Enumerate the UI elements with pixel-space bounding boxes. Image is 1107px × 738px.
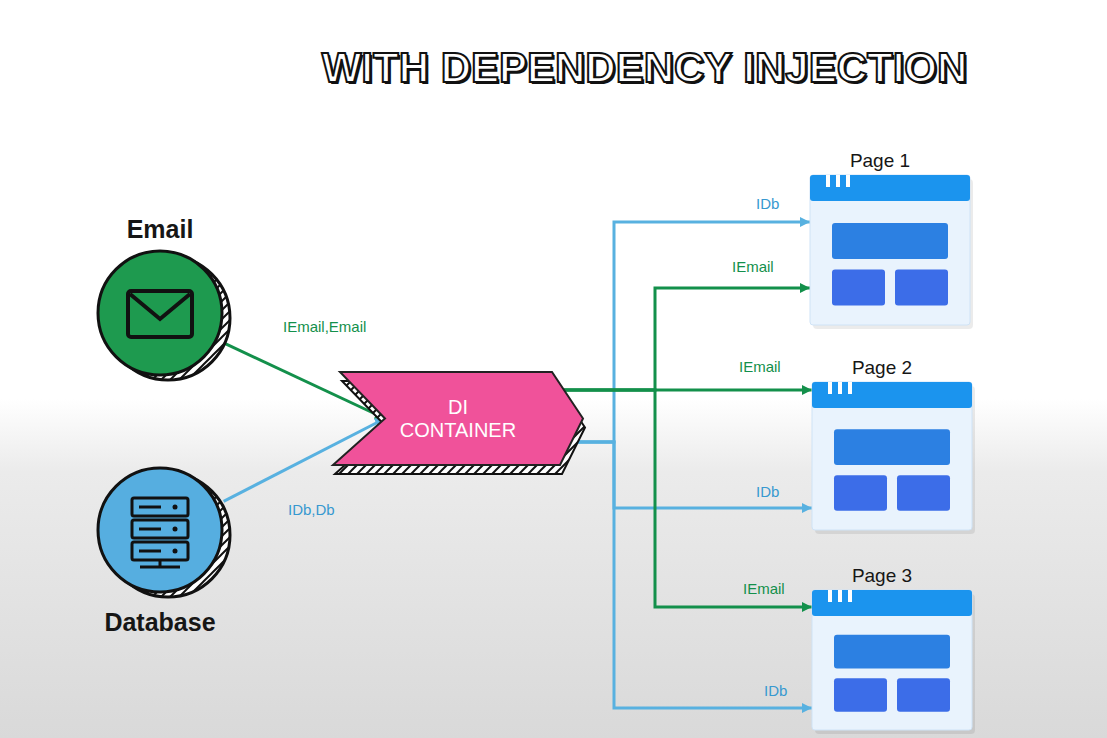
text-holder: DI CONTAINER — [333, 372, 583, 465]
envelope-flap — [130, 294, 190, 319]
interface-label: IDb — [756, 483, 779, 500]
server-unit — [132, 498, 188, 516]
window-tab — [828, 590, 832, 602]
window-tab — [838, 382, 842, 394]
server-led — [173, 527, 178, 532]
text-holder: Email — [55, 214, 265, 244]
service-name: Database — [104, 607, 215, 637]
interface-label: IEmail,Email — [283, 318, 366, 335]
page-shape — [812, 590, 972, 730]
window-tab — [836, 175, 840, 187]
title-block: WITH DEPENDENCY INJECTION — [262, 44, 1027, 92]
text-holder: Page 1 — [780, 150, 980, 173]
window-tab — [828, 382, 832, 394]
interface-label: IDb,Db — [288, 501, 335, 518]
window-tab — [848, 590, 852, 602]
window-block — [832, 270, 885, 306]
edge-label-holder: IEmail,Email — [283, 318, 366, 335]
window-block — [895, 270, 948, 306]
edge-label-holder: IDb,Db — [288, 501, 335, 518]
coin-face — [98, 468, 222, 592]
window-block — [897, 678, 950, 712]
dependency-connector — [571, 222, 810, 442]
dependency-connector — [564, 390, 812, 607]
server-unit — [132, 542, 188, 560]
page-window: Page 1 — [810, 175, 970, 325]
service-name: Email — [127, 214, 194, 244]
interface-label: IEmail — [732, 258, 774, 275]
edge-label-holder: IEmail — [739, 358, 781, 375]
diagram-title: WITH DEPENDENCY INJECTION — [322, 44, 968, 91]
interface-label: IDb — [764, 682, 787, 699]
page-window: Page 2 — [812, 382, 972, 530]
window-block — [834, 635, 950, 669]
server-unit — [132, 520, 188, 538]
window-body — [810, 175, 970, 325]
email-service-circle: Email — [95, 248, 225, 378]
window-body — [812, 382, 972, 530]
window-titlebar — [810, 175, 970, 201]
di-container-arrow: DI CONTAINER — [333, 372, 583, 465]
server-slot — [139, 550, 161, 553]
edge-label-holder: IDb — [764, 682, 787, 699]
edge-label-holder: IEmail — [732, 258, 774, 275]
server-base — [140, 560, 180, 567]
chevron-body — [333, 372, 583, 465]
server-slot — [139, 528, 161, 531]
coin-shape — [95, 248, 225, 378]
server-led — [173, 505, 178, 510]
dependency-connector — [571, 442, 812, 708]
dependency-connector — [571, 442, 812, 508]
window-block — [834, 678, 887, 712]
window-body — [812, 590, 972, 730]
window-tab — [826, 175, 830, 187]
window-block — [834, 475, 887, 511]
coin-face — [98, 251, 222, 375]
server-led — [173, 549, 178, 554]
page-name: Page 3 — [852, 565, 912, 588]
window-tab — [846, 175, 850, 187]
window-block — [897, 475, 950, 511]
database-service-circle: Database — [95, 465, 225, 595]
container-name: DI CONTAINER — [396, 396, 521, 442]
edge-label-holder: IDb — [756, 483, 779, 500]
page-name: Page 2 — [852, 357, 912, 380]
page-window: Page 3 — [812, 590, 972, 730]
page-shape — [810, 175, 970, 325]
text-holder: Page 3 — [782, 565, 982, 588]
interface-label: IEmail — [739, 358, 781, 375]
window-tab — [838, 590, 842, 602]
window-block — [834, 429, 950, 465]
server-slot — [139, 506, 161, 509]
page-shape — [812, 382, 972, 530]
window-titlebar — [812, 590, 972, 616]
coin-shape — [95, 465, 225, 595]
page-name: Page 1 — [850, 150, 910, 173]
edge-label-holder: IDb — [756, 195, 779, 212]
dependency-connector — [564, 288, 810, 390]
edge-label-holder: IEmail — [743, 580, 785, 597]
text-holder: Page 2 — [782, 357, 982, 380]
interface-label: IDb — [756, 195, 779, 212]
window-block — [832, 223, 948, 259]
envelope-icon — [128, 291, 192, 337]
window-titlebar — [812, 382, 972, 408]
window-tab — [848, 382, 852, 394]
text-holder: Database — [55, 607, 265, 637]
interface-label: IEmail — [743, 580, 785, 597]
